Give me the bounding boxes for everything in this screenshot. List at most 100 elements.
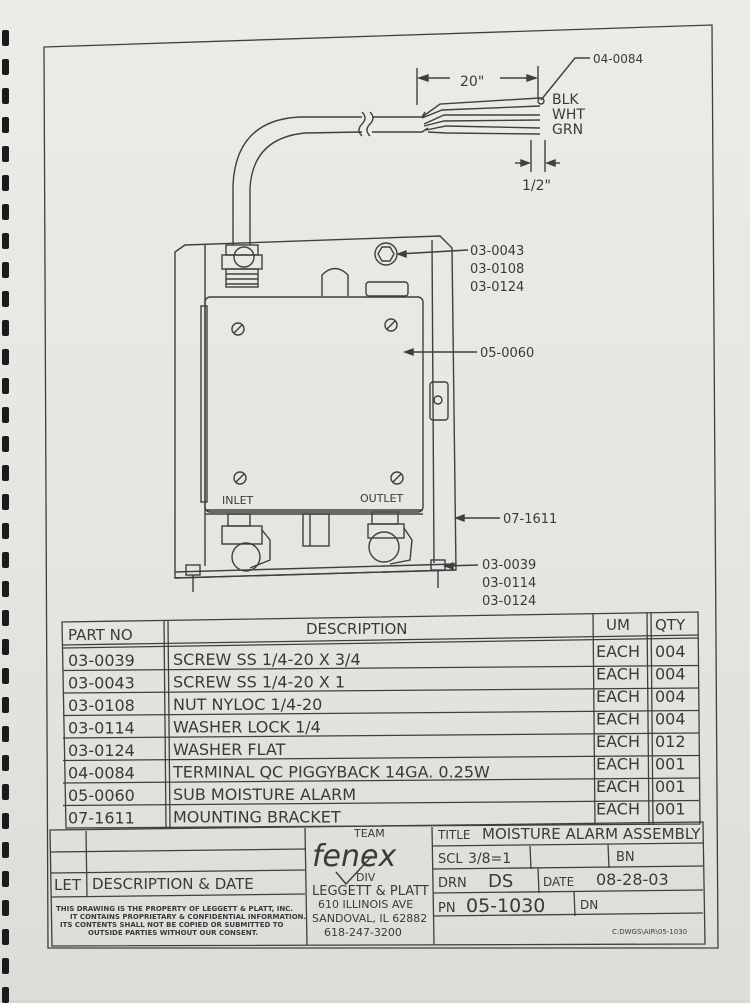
binding-hole xyxy=(2,929,9,945)
pn-label: PN xyxy=(438,901,456,916)
bom-cell-um: EACH xyxy=(596,665,640,684)
bom-cell-um: EACH xyxy=(596,732,640,751)
bom-cell-desc: SCREW SS 1/4-20 X 1 xyxy=(173,673,345,692)
team-fenex-logo: TEAM fenex xyxy=(312,827,396,886)
bom-cell-part: 03-0039 xyxy=(68,651,135,670)
binding-hole xyxy=(2,88,9,104)
svg-text:610 ILLINOIS AVE: 610 ILLINOIS AVE xyxy=(318,898,413,911)
svg-text:THIS DRAWING IS THE PROPERTY O: THIS DRAWING IS THE PROPERTY OF LEGGETT … xyxy=(56,905,293,913)
bom-cell-um: EACH xyxy=(596,800,640,819)
callout-bracket: 07-1611 xyxy=(503,512,557,527)
drn-value: DS xyxy=(488,871,513,892)
binding-hole xyxy=(2,610,9,626)
pn-value: 05-1030 xyxy=(466,895,545,917)
binding-hole xyxy=(2,552,9,568)
title-label: TITLE xyxy=(437,828,470,842)
binding-hole xyxy=(2,291,9,307)
binding-hole xyxy=(2,523,9,539)
assembly-view xyxy=(174,57,590,592)
binding-hole xyxy=(2,378,9,394)
bom-row-divider xyxy=(62,754,700,762)
svg-text:LEGGETT & PLATT: LEGGETT & PLATT xyxy=(312,884,429,899)
bom-cell-desc: MOUNTING BRACKET xyxy=(173,808,341,827)
svg-text:618-247-3200: 618-247-3200 xyxy=(324,926,402,939)
dimension-length: 20" xyxy=(460,74,484,90)
bom-row-divider xyxy=(62,664,700,672)
bom-table-grid xyxy=(61,611,701,829)
bom-cell-part: 04-0084 xyxy=(68,764,135,783)
date-label: DATE xyxy=(543,875,574,889)
cord-grip xyxy=(221,244,263,288)
cable xyxy=(232,116,362,245)
binding-hole xyxy=(2,668,9,684)
drn-label: DRN xyxy=(438,876,467,891)
sheet-border xyxy=(43,24,719,949)
callout-bottom-2: 03-0114 xyxy=(482,576,536,591)
date-value: 08-28-03 xyxy=(596,870,669,889)
svg-text:ITS CONTENTS SHALL NOT BE COPI: ITS CONTENTS SHALL NOT BE COPIED OR SUBM… xyxy=(60,921,283,929)
moisture-alarm-housing xyxy=(200,296,424,515)
binding-hole xyxy=(2,639,9,655)
binding-hole xyxy=(2,494,9,510)
port-inlet-label: INLET xyxy=(222,494,254,507)
binding-hole xyxy=(2,784,9,800)
bom-cell-part: 03-0114 xyxy=(68,719,135,738)
bom-cell-part: 07-1611 xyxy=(68,809,135,828)
bom-header-qty: QTY xyxy=(655,616,686,634)
svg-text:TEAM: TEAM xyxy=(353,827,385,840)
company-address: DIV LEGGETT & PLATT 610 ILLINOIS AVE SAN… xyxy=(312,871,429,939)
binding-hole xyxy=(2,175,9,191)
binding-hole xyxy=(2,958,9,974)
binding-hole xyxy=(2,320,9,336)
bn-label: BN xyxy=(616,850,635,865)
bom-row-divider xyxy=(62,799,700,807)
mounting-bracket xyxy=(174,235,457,579)
svg-text:SANDOVAL, IL 62882: SANDOVAL, IL 62882 xyxy=(312,912,427,925)
binding-hole xyxy=(2,407,9,423)
file-path: C:DWGS\AIR\05-1030 xyxy=(612,928,687,936)
bom-header-part: PART NO xyxy=(68,626,133,644)
bom-cell-desc: SUB MOISTURE ALARM xyxy=(173,785,356,804)
proprietary-notice: THIS DRAWING IS THE PROPERTY OF LEGGETT … xyxy=(56,905,306,937)
dimension-strip: 1/2" xyxy=(522,178,551,194)
bom-cell-qty: 004 xyxy=(655,665,686,684)
binding-hole xyxy=(2,697,9,713)
bom-cell-um: EACH xyxy=(596,755,640,774)
bom-header-um: UM xyxy=(606,616,630,634)
bom-cell-um: EACH xyxy=(596,642,640,661)
revision-header-let: LET xyxy=(54,876,82,894)
bom-cell-desc: WASHER LOCK 1/4 xyxy=(173,718,321,737)
bom-cell-um: EACH xyxy=(596,687,640,706)
spiral-binding xyxy=(0,0,14,1003)
callout-top-3: 03-0124 xyxy=(470,280,524,295)
binding-hole xyxy=(2,204,9,220)
callout-alarm: 05-0060 xyxy=(480,346,534,361)
binding-hole xyxy=(2,233,9,249)
bom-row-divider xyxy=(62,777,700,784)
bom-cell-um: EACH xyxy=(596,777,640,796)
bom-header-desc: DESCRIPTION xyxy=(306,620,408,638)
scale-label: SCL xyxy=(438,852,463,867)
binding-hole xyxy=(2,726,9,742)
binding-hole xyxy=(2,871,9,887)
dn-label: DN xyxy=(580,898,598,912)
bom-cell-um: EACH xyxy=(596,710,640,729)
bom-cell-desc: NUT NYLOC 1/4-20 xyxy=(173,695,322,714)
binding-hole xyxy=(2,813,9,829)
svg-text:OUTSIDE PARTIES WITHOUT OUR CO: OUTSIDE PARTIES WITHOUT OUR CONSENT. xyxy=(88,929,258,937)
binding-hole xyxy=(2,30,9,46)
binding-hole xyxy=(2,262,9,278)
svg-text:fenex: fenex xyxy=(312,839,396,874)
wire-label-blk: BLK xyxy=(552,92,579,108)
bom-cell-qty: 001 xyxy=(655,800,686,819)
binding-hole xyxy=(2,900,9,916)
bom-cell-qty: 004 xyxy=(655,642,686,661)
title-block-grid xyxy=(49,821,706,947)
svg-text:IT CONTAINS PROPRIETARY & CONF: IT CONTAINS PROPRIETARY & CONFIDENTIAL I… xyxy=(70,913,306,921)
bom-row-divider xyxy=(62,709,700,717)
bom-cell-qty: 001 xyxy=(655,755,686,774)
scale-value: 3/8=1 xyxy=(468,851,511,867)
callout-bottom-3: 03-0124 xyxy=(482,594,536,609)
